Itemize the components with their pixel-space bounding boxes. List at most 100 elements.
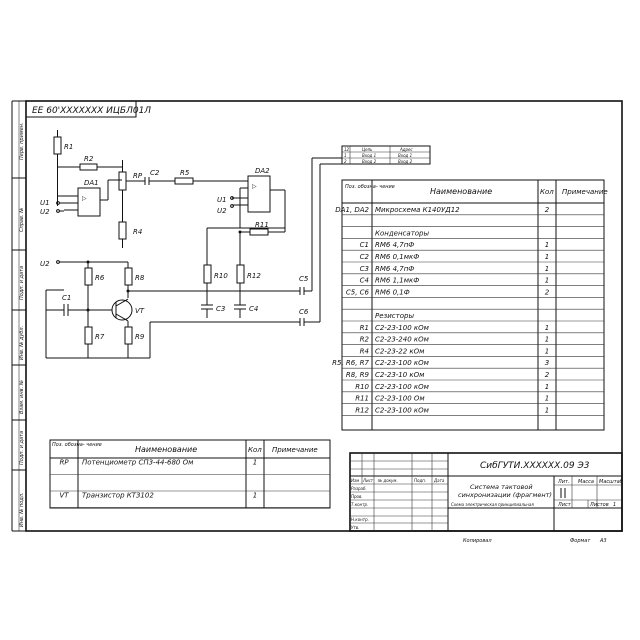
bom-pos: R12 <box>355 406 369 414</box>
header-code: ЕЕ 60'XXXXXXX ИЦБЛ01Л <box>32 106 151 116</box>
resistor-r2 <box>79 163 98 171</box>
label-c1: C1 <box>62 294 71 302</box>
label-u1-da2: U1 <box>217 196 227 204</box>
bom-main-header-note: Примечание <box>562 188 608 196</box>
pin-cell: Вход 1 <box>362 153 376 158</box>
bom-qty: 1 <box>545 277 549 285</box>
bom-qty: 1 <box>545 347 549 355</box>
bom-name: С2-23-100 кОм <box>375 406 430 414</box>
bom-pos: C5, C6 <box>346 288 370 296</box>
bom-qty: 1 <box>545 241 549 249</box>
tb-lit: Лит. <box>557 479 570 485</box>
bom-qty: 3 <box>545 359 549 367</box>
bom-small-header-qty: Кол <box>248 446 262 454</box>
resistor-r6 <box>84 267 93 286</box>
bom-qty: 1 <box>545 265 549 273</box>
tb-role: Пров. <box>351 494 363 499</box>
bom-qty: 2 <box>545 371 550 379</box>
resistor-r5 <box>174 177 194 185</box>
pin-cell: Цепь <box>362 147 373 152</box>
label-u2-da2: U2 <box>217 207 227 215</box>
bom-qty: 1 <box>545 406 549 414</box>
bom-pos: C2 <box>360 253 370 261</box>
tb-format-value: A3 <box>599 538 607 544</box>
tb-sheet: Лист <box>557 502 572 508</box>
side-label: Инв. № подл. <box>19 493 25 528</box>
label-c3: C3 <box>216 305 225 313</box>
opamp-da2 <box>247 175 271 213</box>
label-da2: DA2 <box>255 167 270 175</box>
label-r6: R6 <box>95 274 105 282</box>
label-u2-stage: U2 <box>40 260 50 268</box>
bom-name: С2-23-100 Ом <box>375 395 425 403</box>
pin-cell: Вход 2 <box>398 159 413 164</box>
tb-col-head: Подп. <box>414 478 426 483</box>
bom-pos: R2 <box>360 336 370 344</box>
tb-format: Формат <box>570 538 591 544</box>
opamp-da1 <box>77 187 101 217</box>
bom-pos: R11 <box>355 395 369 403</box>
bom-small-header-note: Примечание <box>272 446 318 454</box>
title-block: Изм Лист № докум. Подп. Дата Разраб. Про… <box>349 452 623 532</box>
bom-pos: R5, R6, R7 <box>332 359 369 367</box>
side-strip: Перв. примен. Справ. № Подп. и дата Инв.… <box>11 100 26 532</box>
bom-name: С2-23-100 кОм <box>375 324 430 332</box>
pin-cell: Вход 2 <box>362 159 377 164</box>
bom-name: С2-23-240 кОм <box>375 336 430 344</box>
tb-sheets-value: 1 <box>613 502 616 508</box>
bom-main-table: Поз. обозна- чение Наименование Кол Прим… <box>332 179 608 431</box>
label-c5: C5 <box>299 275 309 283</box>
tb-scale: Масштаб <box>599 479 623 485</box>
label-r12: R12 <box>247 272 261 280</box>
label-c2: C2 <box>150 169 160 177</box>
side-label: Перв. примен. <box>19 122 25 160</box>
tb-role: Разраб. <box>351 486 367 491</box>
label-rp: RP <box>133 172 143 180</box>
svg-text:▷: ▷ <box>252 183 257 190</box>
tb-role: Т.контр. <box>351 502 368 507</box>
label-u1-da1: U1 <box>40 199 50 207</box>
label-r5: R5 <box>180 169 190 177</box>
label-c4: C4 <box>249 305 258 313</box>
bom-pos: R8, R9 <box>346 371 370 379</box>
bom-pos: DA1, DA2 <box>335 206 369 214</box>
resistor-r12 <box>236 264 245 284</box>
bom-name: RM6 4,7пФ <box>375 241 414 249</box>
bom-qty: 1 <box>545 383 549 391</box>
bom-pos: C4 <box>360 277 369 285</box>
bom-small-header-pos: Поз. обозна- чение <box>52 442 102 448</box>
tb-role: Утв. <box>351 525 359 530</box>
label-r9: R9 <box>135 333 145 341</box>
resistor-r1 <box>53 136 62 155</box>
bom-pos: RP <box>59 459 69 467</box>
bom-name: С2-23-100 кОм <box>375 359 430 367</box>
tb-col-head: № докум. <box>377 478 398 483</box>
bom-main-header-qty: Кол <box>540 188 554 196</box>
label-r8: R8 <box>135 274 145 282</box>
bom-section-title: Резисторы <box>375 312 414 320</box>
resistor-r9 <box>124 326 133 345</box>
label-r10: R10 <box>214 272 228 280</box>
header-code-box: ЕЕ 60'XXXXXXX ИЦБЛ01Л <box>25 100 151 118</box>
label-u2-da1: U2 <box>40 208 50 216</box>
svg-text:▷: ▷ <box>82 195 87 202</box>
bom-main-header-pos: Поз. обозна- чение <box>345 184 395 190</box>
bom-qty: 1 <box>253 492 257 500</box>
bom-qty: 1 <box>545 324 549 332</box>
bom-pos: R10 <box>355 383 369 391</box>
resistor-r11 <box>249 228 269 236</box>
schematic: R1 R2 DA1 ▷ U1 U2 RP R4 <box>40 130 431 359</box>
potentiometer-rp <box>118 171 127 191</box>
side-label: Справ. № <box>19 208 25 232</box>
label-r11: R11 <box>255 221 269 229</box>
bom-name: RM6 0,1мкФ <box>375 253 419 261</box>
pin-cell: Вход 1 <box>398 153 412 158</box>
tb-copied: Копировал <box>463 538 492 544</box>
bom-qty: 1 <box>545 336 549 344</box>
resistor-r4 <box>118 221 127 240</box>
label-da1: DA1 <box>84 179 99 187</box>
bom-qty: 1 <box>545 395 549 403</box>
tb-role: Н.контр. <box>351 517 369 522</box>
bom-pos: VT <box>59 492 69 500</box>
